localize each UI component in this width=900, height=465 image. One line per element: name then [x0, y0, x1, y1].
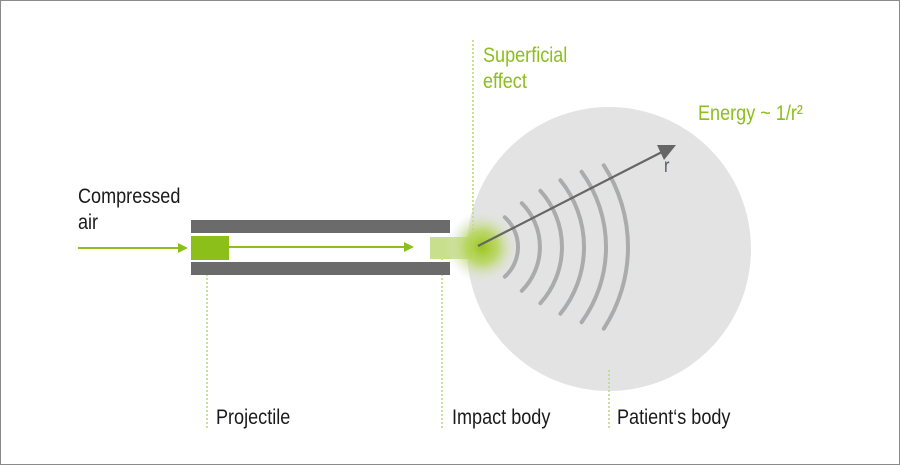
tube-bottom-wall	[191, 262, 450, 275]
compressed-air-label-line1: Compressed	[78, 185, 181, 208]
shock-wave-arc	[538, 188, 564, 306]
impact-body-label: Impact body	[452, 406, 551, 429]
radius-vector	[477, 151, 663, 247]
superficial-effect-label-line1: Superficial	[483, 44, 568, 67]
shock-wave-arc	[579, 169, 609, 325]
radius-vector-arrowhead	[657, 145, 676, 160]
patients-body-label: Patient‘s body	[617, 406, 731, 429]
energy-formula-label: Energy ~ 1/r²	[698, 102, 803, 125]
tube-top-wall	[191, 220, 450, 233]
superficial-effect-label-line2: effect	[483, 70, 527, 93]
projectile-block	[191, 236, 229, 260]
shock-wave-arc	[558, 178, 586, 316]
impact-glow	[446, 211, 518, 283]
radius-label: r	[664, 156, 670, 177]
projectile-label: Projectile	[216, 406, 291, 429]
shock-wave-arc	[502, 215, 520, 279]
shock-wave-arc	[519, 201, 542, 293]
shock-wave-arc	[601, 163, 630, 331]
patients-body-circle	[467, 107, 751, 391]
shock-waves	[502, 163, 630, 331]
compressed-air-label-line2: air	[78, 211, 99, 234]
